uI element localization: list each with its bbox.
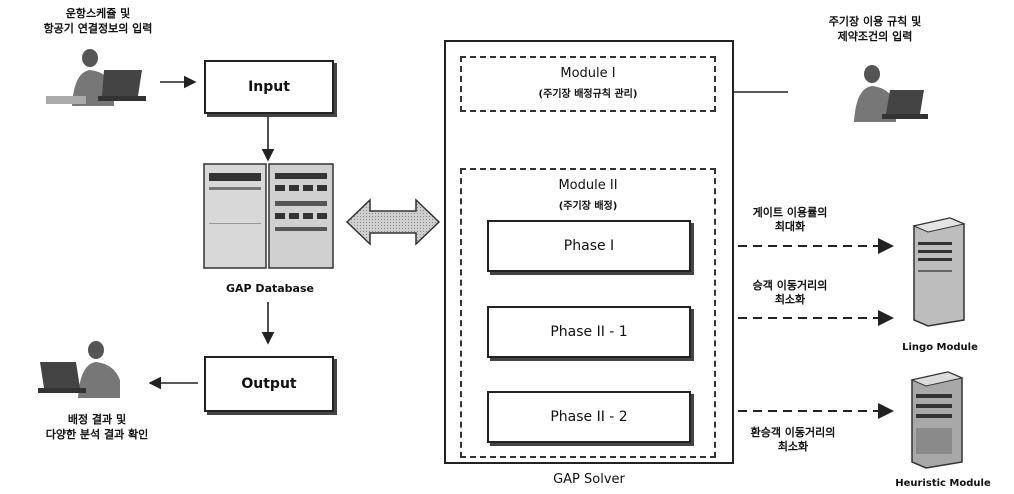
heuristic-server-icon [902,370,968,470]
objective-1-line2: 최대화 [774,220,806,233]
user-input-icon [42,48,152,108]
output-caption-line1: 배정 결과 및 [67,413,127,426]
objective-1-label: 게이트 이용률의 최대화 [730,206,850,234]
phase-2-2-box[interactable]: Phase II - 2 [487,391,691,443]
objective-3-line2: 최소화 [777,440,809,453]
output-box[interactable]: Output [204,356,334,412]
objective-3-line1: 환승객 이동거리의 [750,426,836,439]
module2-name: Module II [558,178,618,193]
rules-caption-line1: 주기장 이용 규칙 및 [828,15,922,28]
rules-caption-line2: 제약조건의 입력 [837,30,913,43]
input-caption-line1: 운항스케쥴 및 [65,7,131,20]
module1-desc: (주기장 배정규칙 관리) [538,89,638,100]
heuristic-module-label: Heuristic Module [895,478,991,489]
gap-solver-title: GAP Solver [553,472,625,487]
lingo-server-icon [906,216,968,328]
objective-3-label: 환승객 이동거리의 최소화 [728,426,858,454]
module1-box[interactable]: Module I (주기장 배정규칙 관리) [460,56,716,112]
module2-desc: (주기장 배정) [558,201,618,212]
input-caption: 운항스케쥴 및 항공기 연결정보의 입력 [18,6,178,36]
objective-2-label: 승객 이동거리의 최소화 [730,279,850,307]
input-caption-line2: 항공기 연결정보의 입력 [43,22,153,35]
output-caption-line2: 다양한 분석 결과 확인 [45,428,149,441]
user-output-icon [36,340,146,400]
module1-name: Module I [560,66,616,81]
input-box[interactable]: Input [204,60,334,114]
phase-1-box[interactable]: Phase I [487,220,691,272]
objective-2-line1: 승객 이동거리의 [752,279,828,292]
lingo-module-label: Lingo Module [902,342,978,353]
user-rules-icon [820,64,930,124]
objective-2-line2: 최소화 [774,293,806,306]
database-label: GAP Database [226,282,314,295]
rules-caption: 주기장 이용 규칙 및 제약조건의 입력 [790,14,960,44]
output-caption: 배정 결과 및 다양한 분석 결과 확인 [22,412,172,442]
database-icon [203,163,335,271]
objective-1-line1: 게이트 이용률의 [752,206,828,219]
double-arrow-database-solver [345,198,441,246]
phase-2-1-box[interactable]: Phase II - 1 [487,306,691,358]
